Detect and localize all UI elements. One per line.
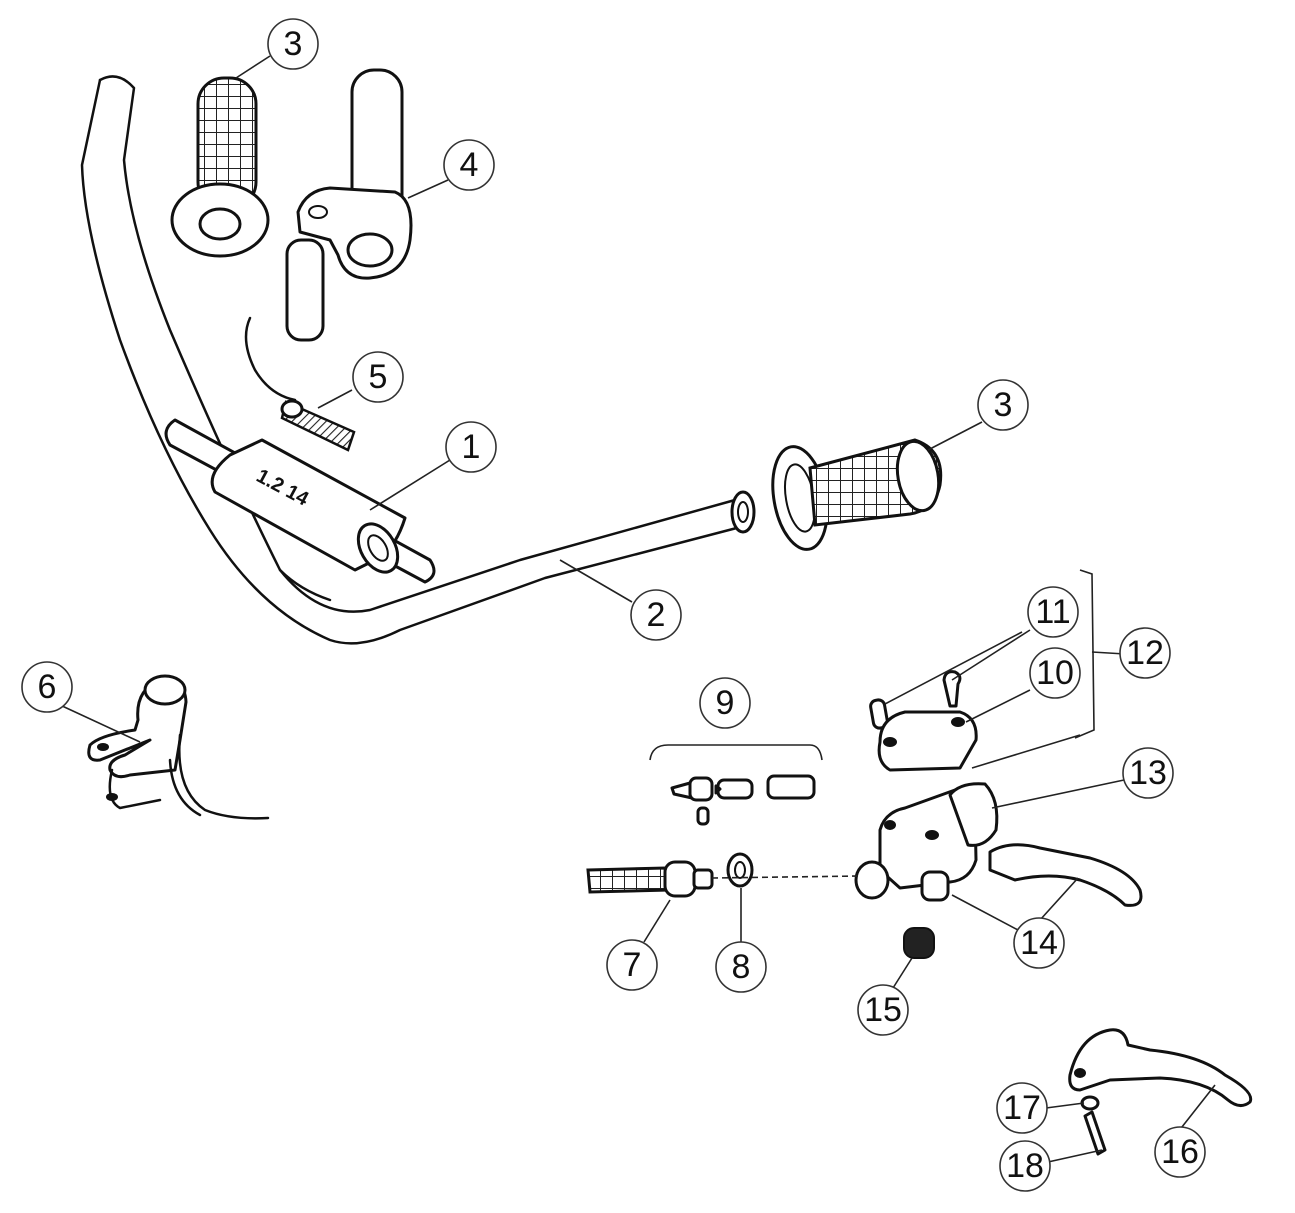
callout-label: 15 bbox=[864, 991, 902, 1029]
left-grip bbox=[170, 76, 270, 258]
leader-lines bbox=[59, 55, 1216, 1163]
dust-cap bbox=[903, 927, 935, 959]
callout-11-screws: 11 bbox=[1027, 586, 1079, 638]
callout-4-throttle: 4 bbox=[443, 139, 495, 191]
callout-label: 4 bbox=[460, 146, 479, 184]
callout-13-master-cylinder: 13 bbox=[1122, 747, 1174, 799]
callout-label: 12 bbox=[1126, 634, 1164, 672]
right-grip bbox=[771, 438, 943, 551]
callout-18-nut: 18 bbox=[999, 1140, 1051, 1192]
callout-10-cover: 10 bbox=[1029, 647, 1081, 699]
callout-5-cable: 5 bbox=[352, 351, 404, 403]
callout-15-dust-cap: 15 bbox=[857, 984, 909, 1036]
callout-16-spare-lever: 16 bbox=[1154, 1126, 1206, 1178]
crossbar-pad: 1.2 14 bbox=[164, 418, 436, 584]
callout-3-right-grip: 3 bbox=[977, 379, 1029, 431]
adjuster-set bbox=[649, 744, 823, 826]
callout-3-left-grip: 3 bbox=[267, 18, 319, 70]
callout-6-clamp: 6 bbox=[21, 661, 73, 713]
reservoir-cover bbox=[869, 670, 978, 772]
callout-label: 3 bbox=[284, 25, 303, 63]
callout-label: 7 bbox=[623, 946, 642, 984]
handlebar bbox=[80, 75, 756, 645]
callout-1-pad: 1 bbox=[445, 421, 497, 473]
callout-label: 17 bbox=[1003, 1089, 1041, 1127]
callout-label: 8 bbox=[732, 948, 751, 986]
master-cylinder bbox=[854, 782, 1143, 907]
throttle-cable bbox=[244, 316, 356, 452]
callout-label: 13 bbox=[1129, 754, 1167, 792]
callout-12-cover-kit: 12 bbox=[1119, 627, 1171, 679]
callout-label: 9 bbox=[716, 684, 735, 722]
callout-label: 5 bbox=[369, 358, 388, 396]
callout-label: 3 bbox=[994, 386, 1013, 424]
callout-17-pivot-bolt: 17 bbox=[996, 1082, 1048, 1134]
callout-label: 11 bbox=[1035, 593, 1070, 631]
callout-label: 6 bbox=[38, 668, 57, 706]
part-12-bracket bbox=[1074, 569, 1095, 739]
callout-9-adjuster-set: 9 bbox=[699, 677, 751, 729]
callout-label: 14 bbox=[1020, 924, 1058, 962]
spare-lever bbox=[1068, 1028, 1253, 1156]
callout-2-handlebar: 2 bbox=[630, 589, 682, 641]
callout-7-adjuster: 7 bbox=[606, 939, 658, 991]
callout-label: 1 bbox=[462, 428, 481, 466]
callout-8-washer: 8 bbox=[715, 941, 767, 993]
lever-adjuster bbox=[586, 852, 861, 898]
callout-label: 16 bbox=[1161, 1133, 1199, 1171]
callout-label: 10 bbox=[1036, 654, 1074, 692]
throttle-assembly bbox=[285, 68, 413, 342]
callout-label: 2 bbox=[647, 596, 666, 634]
bar-clamp bbox=[87, 674, 270, 820]
callout-14-lever: 14 bbox=[1013, 917, 1065, 969]
callout-label: 18 bbox=[1006, 1147, 1044, 1185]
